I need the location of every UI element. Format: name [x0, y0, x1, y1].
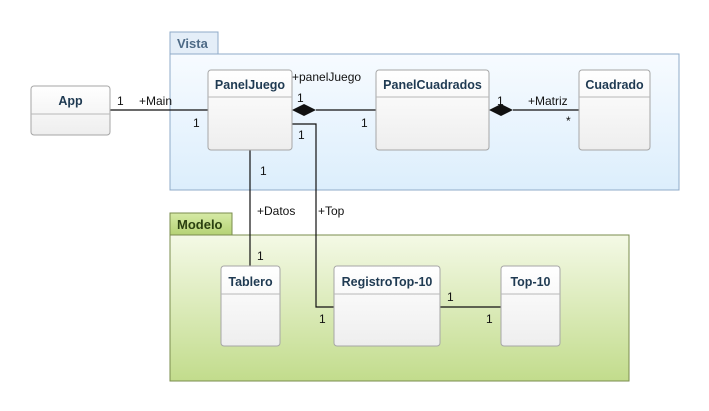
- multiplicity-label: 1: [297, 91, 304, 105]
- class-tablero-name: Tablero: [228, 275, 273, 289]
- role-label: +Datos: [257, 204, 295, 218]
- class-cuadrado-box: [578, 69, 651, 151]
- multiplicity-label: 1: [260, 164, 267, 178]
- class-panel-juego-box: [207, 69, 293, 151]
- class-top-10-box: [500, 265, 561, 347]
- class-app[interactable]: App: [30, 85, 111, 136]
- class-cuadrado-name: Cuadrado: [585, 78, 644, 92]
- class-registro-top-10[interactable]: RegistroTop-10: [333, 265, 441, 347]
- class-registro-top-10-name: RegistroTop-10: [342, 275, 433, 289]
- multiplicity-label: 1: [319, 312, 326, 326]
- role-label: +Main: [139, 94, 172, 108]
- role-label: +Top: [318, 204, 345, 218]
- class-panel-cuadrados-box: [375, 69, 490, 151]
- class-cuadrado[interactable]: Cuadrado: [578, 69, 651, 151]
- class-tablero[interactable]: Tablero: [220, 265, 281, 347]
- role-label: +Matriz: [528, 94, 568, 108]
- role-label: +panelJuego: [292, 70, 361, 84]
- composition-diamond-icon: [489, 104, 513, 116]
- class-top-10-name: Top-10: [510, 275, 550, 289]
- multiplicity-label: 1: [497, 94, 504, 108]
- multiplicity-label: 1: [447, 290, 454, 304]
- class-registro-top-10-box: [333, 265, 441, 347]
- relations: [110, 104, 579, 308]
- composition-diamond-icon: [292, 104, 316, 116]
- multiplicity-label: 1: [193, 116, 200, 130]
- edge-top: [292, 123, 334, 308]
- class-tablero-box: [220, 265, 281, 347]
- class-app-box: [30, 85, 111, 136]
- class-panel-juego[interactable]: PanelJuego: [207, 69, 293, 151]
- class-panel-juego-name: PanelJuego: [215, 78, 286, 92]
- multiplicity-label: 1: [117, 94, 124, 108]
- multiplicity-label: 1: [361, 116, 368, 130]
- multiplicity-label: 1: [298, 128, 305, 142]
- package-vista-label: Vista: [177, 36, 209, 51]
- relation-labels: 1 +Main 1 +panelJuego 1 1 1 +Matriz * 1 …: [117, 70, 571, 326]
- multiplicity-label: 1: [257, 249, 264, 263]
- class-top-10[interactable]: Top-10: [500, 265, 561, 347]
- multiplicity-label: 1: [486, 312, 493, 326]
- package-modelo-label: Modelo: [177, 217, 223, 232]
- multiplicity-label: *: [566, 114, 571, 128]
- class-panel-cuadrados[interactable]: PanelCuadrados: [375, 69, 490, 151]
- class-panel-cuadrados-name: PanelCuadrados: [383, 78, 482, 92]
- class-app-name: App: [58, 94, 83, 108]
